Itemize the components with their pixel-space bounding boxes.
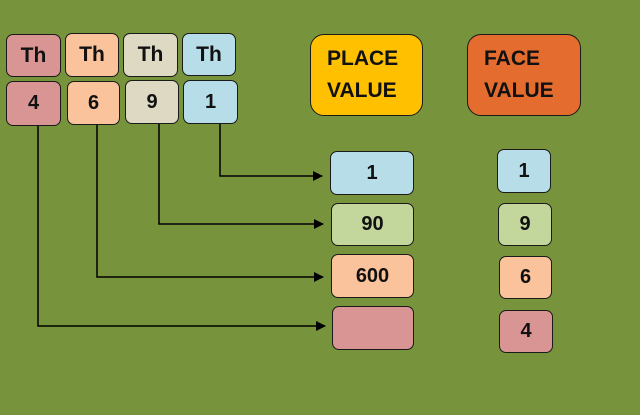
arrow-tens — [158, 124, 324, 229]
place-value-title-line2: VALUE — [327, 79, 397, 102]
place-value-hundreds: 600 — [331, 254, 414, 298]
place-value-title: PLACE VALUE — [310, 34, 423, 116]
face-value-title: FACE VALUE — [467, 34, 581, 116]
place-value-tens: 90 — [331, 203, 414, 246]
arrow-ones — [219, 124, 323, 181]
header-cell-3: Th — [123, 33, 178, 77]
place-value-ones: 1 — [330, 151, 414, 195]
digit-cell-1: 4 — [6, 81, 61, 126]
header-cell-1: Th — [6, 34, 61, 77]
digit-cell-4: 1 — [183, 80, 238, 124]
arrow-thousands — [37, 126, 326, 331]
face-value-tens: 9 — [498, 203, 552, 246]
face-value-thousands: 4 — [499, 310, 553, 353]
digit-cell-2: 6 — [67, 81, 120, 125]
header-cell-2: Th — [65, 33, 119, 77]
digit-cell-3: 9 — [125, 80, 179, 124]
arrow-hundreds — [96, 125, 324, 282]
face-value-hundreds: 6 — [499, 256, 552, 299]
header-cell-4: Th — [182, 33, 236, 76]
place-value-title-line1: PLACE — [327, 47, 399, 70]
face-value-title-line2: VALUE — [484, 79, 554, 102]
face-value-ones: 1 — [497, 149, 551, 193]
face-value-title-line1: FACE — [484, 47, 541, 70]
place-value-thousands — [332, 306, 414, 350]
